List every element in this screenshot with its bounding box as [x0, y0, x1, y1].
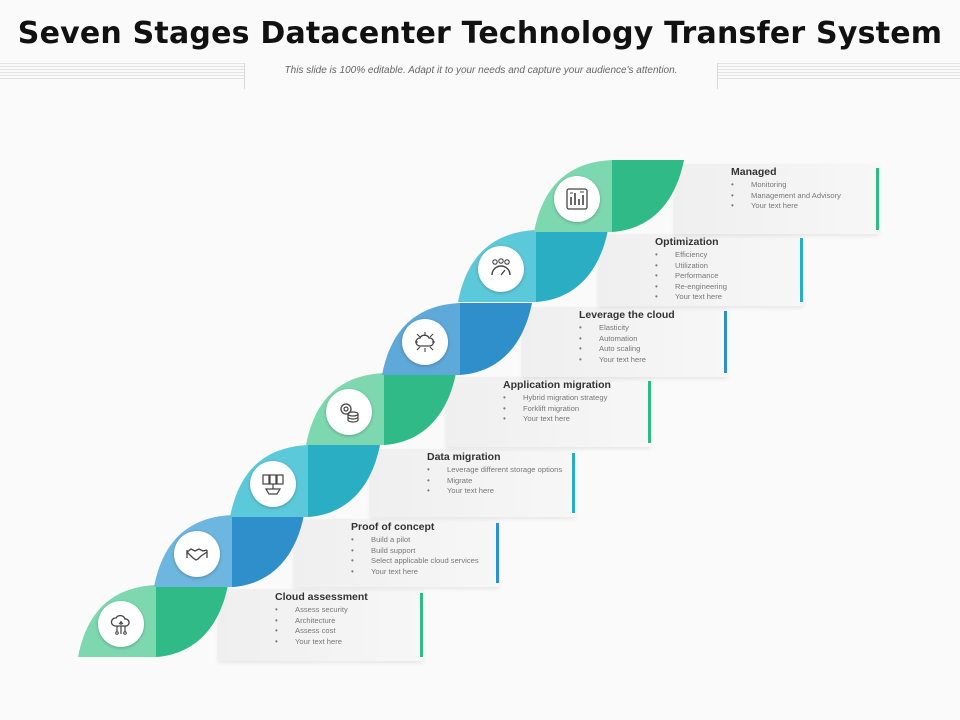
stage-bullets: MonitoringManagement and AdvisoryYour te…: [731, 180, 841, 212]
stage-bullets: Hybrid migration strategyForklift migrat…: [503, 393, 607, 425]
bullet-item: Your text here: [351, 567, 479, 578]
ribbon-dark-segment: [460, 303, 532, 375]
icon-circle: [326, 389, 372, 435]
bullet-item: Assess security: [275, 605, 348, 616]
stage-bullets: EfficiencyUtilizationPerformanceRe-engin…: [655, 250, 727, 303]
bullet-item: Your text here: [579, 355, 646, 366]
subtitle: This slide is 100% editable. Adapt it to…: [244, 63, 718, 89]
bullet-item: Re-engineering: [655, 282, 727, 293]
ribbon-dark-segment: [232, 515, 304, 587]
ribbon-dark-segment: [384, 373, 456, 445]
bullet-item: Automation: [579, 334, 646, 345]
bullet-item: Auto scaling: [579, 344, 646, 355]
bullet-item: Architecture: [275, 616, 348, 627]
dashboard-icon: [566, 188, 588, 210]
panel-accent-bar: [420, 593, 423, 657]
bullet-item: Your text here: [275, 637, 348, 648]
bullet-item: Forklift migration: [503, 404, 607, 415]
panel-accent-bar: [724, 311, 727, 373]
panel-accent-bar: [496, 523, 499, 583]
bullet-item: Management and Advisory: [731, 191, 841, 202]
page-title: Seven Stages Datacenter Technology Trans…: [17, 16, 943, 51]
ribbon-dark-segment: [156, 585, 228, 657]
icon-circle: [174, 531, 220, 577]
stage-title: Managed: [731, 166, 777, 178]
bullet-item: Your text here: [731, 201, 841, 212]
bullet-item: Build a pilot: [351, 535, 479, 546]
ribbon-dark-segment: [308, 445, 380, 517]
icon-circle: [98, 601, 144, 647]
stage-title: Optimization: [655, 236, 719, 248]
panel-accent-bar: [800, 238, 803, 302]
server-transfer-icon: [262, 474, 284, 495]
ribbon-dark-segment: [536, 230, 608, 302]
bullet-item: Utilization: [655, 261, 727, 272]
bullet-item: Monitoring: [731, 180, 841, 191]
bullet-item: Build support: [351, 546, 479, 557]
stage-title: Application migration: [503, 379, 611, 391]
icon-circle: [402, 319, 448, 365]
panel-accent-bar: [648, 381, 651, 443]
bullet-item: Your text here: [655, 292, 727, 303]
panel-accent-bar: [876, 168, 879, 230]
stage-bullets: Build a pilotBuild supportSelect applica…: [351, 535, 479, 577]
icon-circle: [554, 176, 600, 222]
bullet-item: Leverage different storage options: [427, 465, 562, 476]
stage-title: Leverage the cloud: [579, 309, 675, 321]
bullet-item: Your text here: [503, 414, 607, 425]
stage-title: Cloud assessment: [275, 591, 368, 603]
bullet-item: Efficiency: [655, 250, 727, 261]
bullet-item: Assess cost: [275, 626, 348, 637]
gear-database-icon: [340, 403, 359, 423]
bullet-item: Hybrid migration strategy: [503, 393, 607, 404]
bullet-item: Performance: [655, 271, 727, 282]
bullet-item: Elasticity: [579, 323, 646, 334]
handshake-icon: [186, 548, 208, 561]
stage-title: Data migration: [427, 451, 501, 463]
panel-accent-bar: [572, 453, 575, 513]
subtitle-bar: This slide is 100% editable. Adapt it to…: [0, 63, 960, 89]
stage-bullets: Assess securityArchitectureAssess costYo…: [275, 605, 348, 647]
bullet-item: Your text here: [427, 486, 562, 497]
stage-bullets: Leverage different storage optionsMigrat…: [427, 465, 562, 497]
gauge-icon: [491, 258, 511, 276]
bullet-item: Select applicable cloud services: [351, 556, 479, 567]
ribbon-dark-segment: [612, 160, 684, 232]
stage-bullets: ElasticityAutomationAuto scalingYour tex…: [579, 323, 646, 365]
cloud-network-icon: [110, 614, 130, 635]
bullet-item: Migrate: [427, 476, 562, 487]
cloud-circuit-icon: [415, 332, 435, 352]
stage-title: Proof of concept: [351, 521, 435, 533]
icon-circle: [250, 461, 296, 507]
icon-circle: [478, 246, 524, 292]
